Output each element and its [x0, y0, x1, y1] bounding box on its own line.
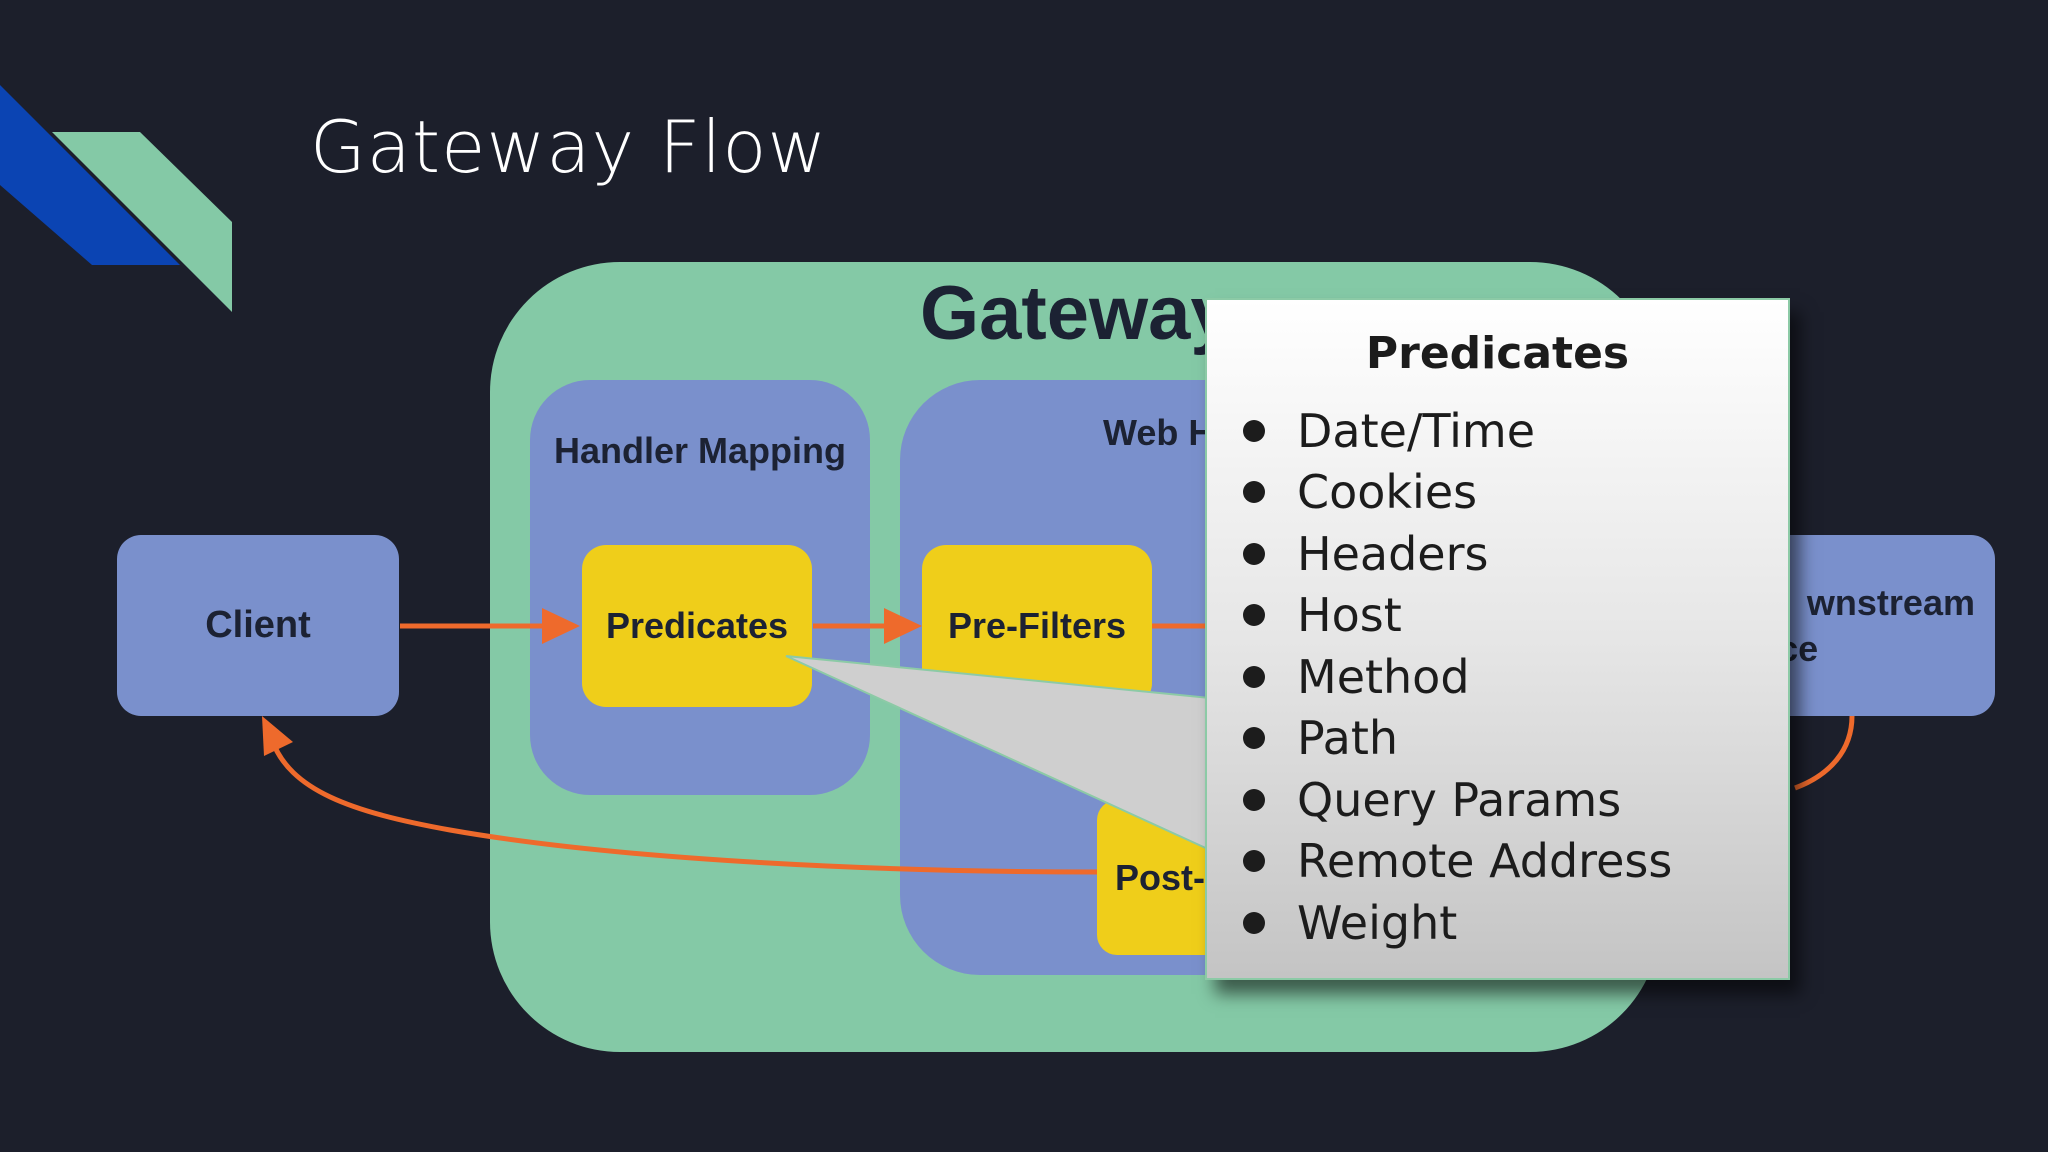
bullet-icon — [1243, 850, 1265, 873]
list-item-label: Cookies — [1297, 465, 1478, 520]
list-item: Method — [1243, 646, 1672, 708]
list-item-label: Date/Time — [1297, 403, 1536, 458]
callout-title: Predicates — [1365, 328, 1630, 379]
gateway-title: Gateway — [920, 271, 1233, 356]
list-item-label: Weight — [1297, 895, 1458, 950]
list-item-label: Remote Address — [1297, 834, 1673, 889]
bullet-icon — [1243, 727, 1265, 750]
list-item-label: Method — [1297, 649, 1470, 704]
arrowhead-client — [262, 716, 293, 756]
post-filters-label: Post- — [1115, 856, 1205, 898]
arrowhead-prefilters — [884, 608, 922, 644]
decor-green-stripe — [52, 132, 232, 312]
client-node: Client — [117, 535, 399, 716]
list-item: Weight — [1243, 892, 1672, 954]
list-item: Headers — [1243, 523, 1672, 585]
arrow-downstream-return — [1794, 715, 1855, 791]
bullet-icon — [1243, 788, 1265, 811]
list-item-label: Query Params — [1297, 772, 1622, 827]
list-item-label: Host — [1297, 588, 1402, 643]
bullet-icon — [1243, 604, 1265, 627]
pre-filters-label: Pre-Filters — [947, 605, 1127, 646]
list-item: Cookies — [1243, 462, 1672, 524]
list-item: Path — [1243, 708, 1672, 770]
callout-pointer-shape — [785, 655, 1211, 852]
list-item: Date/Time — [1243, 400, 1672, 462]
slide-title: Gateway Flow — [310, 105, 828, 189]
bullet-icon — [1243, 911, 1265, 934]
list-item: Remote Address — [1243, 831, 1672, 893]
list-item: Host — [1243, 585, 1672, 647]
decor-blue-stripe — [0, 85, 180, 265]
bullet-icon — [1243, 542, 1265, 565]
predicates-node: Predicates — [582, 545, 812, 707]
list-item-label: Path — [1297, 711, 1399, 766]
bullet-icon — [1243, 665, 1265, 688]
list-item-label: Headers — [1297, 526, 1489, 581]
downstream-label-line1: wnstream — [1806, 581, 1975, 623]
predicates-callout: Predicates Date/Time Cookies Headers Hos… — [1205, 298, 1790, 980]
predicates-label: Predicates — [605, 605, 789, 646]
web-handler-label: Web H — [1103, 412, 1215, 453]
bullet-icon — [1243, 419, 1265, 442]
arrowhead-predicates — [542, 608, 580, 644]
arrow-return-to-client — [269, 739, 1098, 875]
bullet-icon — [1243, 481, 1265, 504]
list-item: Query Params — [1243, 769, 1672, 831]
client-label: Client — [205, 604, 311, 646]
handler-mapping-label: Handler Mapping — [553, 430, 846, 471]
predicate-list: Date/Time Cookies Headers Host Method Pa… — [1243, 400, 1672, 954]
